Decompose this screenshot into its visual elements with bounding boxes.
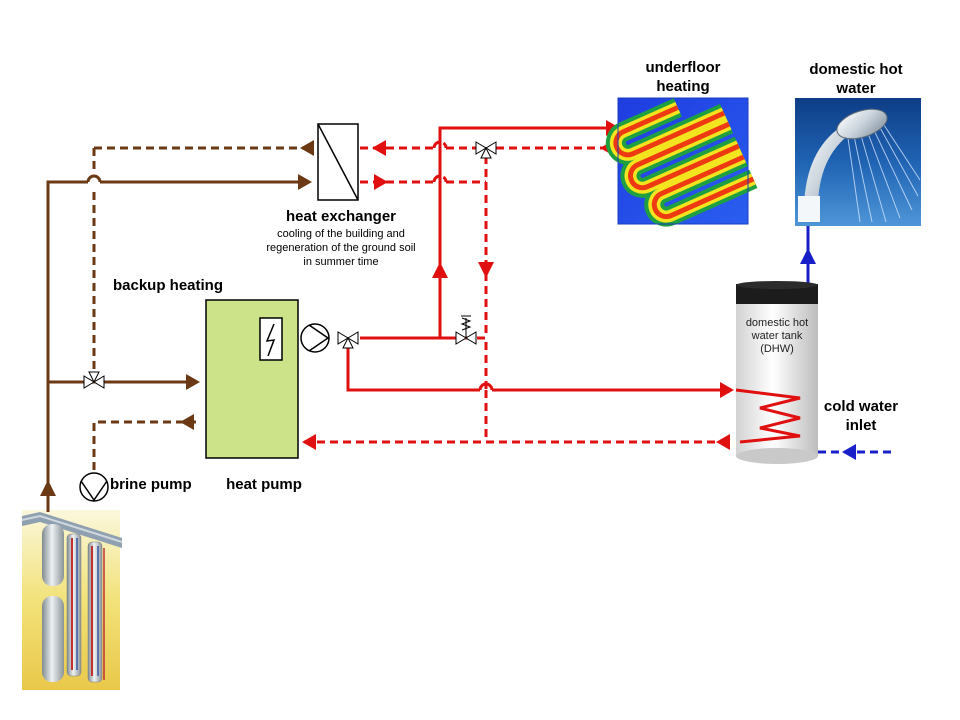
shower-image [795,98,921,226]
arrow-left-cold-water [842,444,856,460]
arrow-right-brine-exchanger [298,174,312,190]
arrow-left-brine-exchanger [300,140,314,156]
lightning-icon [265,323,276,357]
heating-coil-icon [735,388,801,444]
heat-exchanger-note: cooling of the building and regeneration… [266,228,416,268]
backup-heating-label: backup heating [112,277,224,294]
arrow-up-supply [432,262,448,278]
ground-probe-image [21,510,123,690]
heating-pump-icon [300,323,330,353]
brine-arrows [40,140,314,496]
domestic-hot-water-label: domestic hot water [809,61,903,97]
three-way-valve-icon [337,331,359,349]
arrow-left-heatpump-return [302,434,316,450]
arrow-right-brine-heatpump [186,374,200,390]
three-way-valve-icon [83,371,105,389]
dhw-tank-label: domestic hot water tank (DHW) [745,317,809,355]
arrow-left-exchanger-return [372,140,386,156]
arrow-left-dhw-return [716,434,730,450]
underfloor-heating-label: underfloor heating [645,59,721,95]
brine-pump-icon [79,472,109,502]
heat-pump-unit [205,299,299,459]
heat-pump-label: heat pump [226,476,302,493]
underfloor-heating-image [605,97,758,227]
arrow-left-brine-heatpump [180,414,194,430]
arrow-right-dhw-coil [720,382,734,398]
cold-water-inlet-label: cold water inlet [823,398,899,434]
arrow-down-return [478,262,494,278]
dhw-tank [735,281,818,464]
heat-exchanger-label: heat exchanger [285,208,397,225]
brine-circuit [46,146,306,512]
brine-pump-label: brine pump [110,476,192,493]
arrow-up-hot-water [800,248,816,264]
three-way-valve-icon [475,141,497,159]
arrow-up-brine-return [40,480,56,496]
heat-exchanger [317,123,359,201]
water-arrows [800,248,856,460]
overflow-valve-icon [455,315,477,345]
arrow-right-exchanger-supply [374,174,388,190]
electric-heater-box [259,317,283,361]
